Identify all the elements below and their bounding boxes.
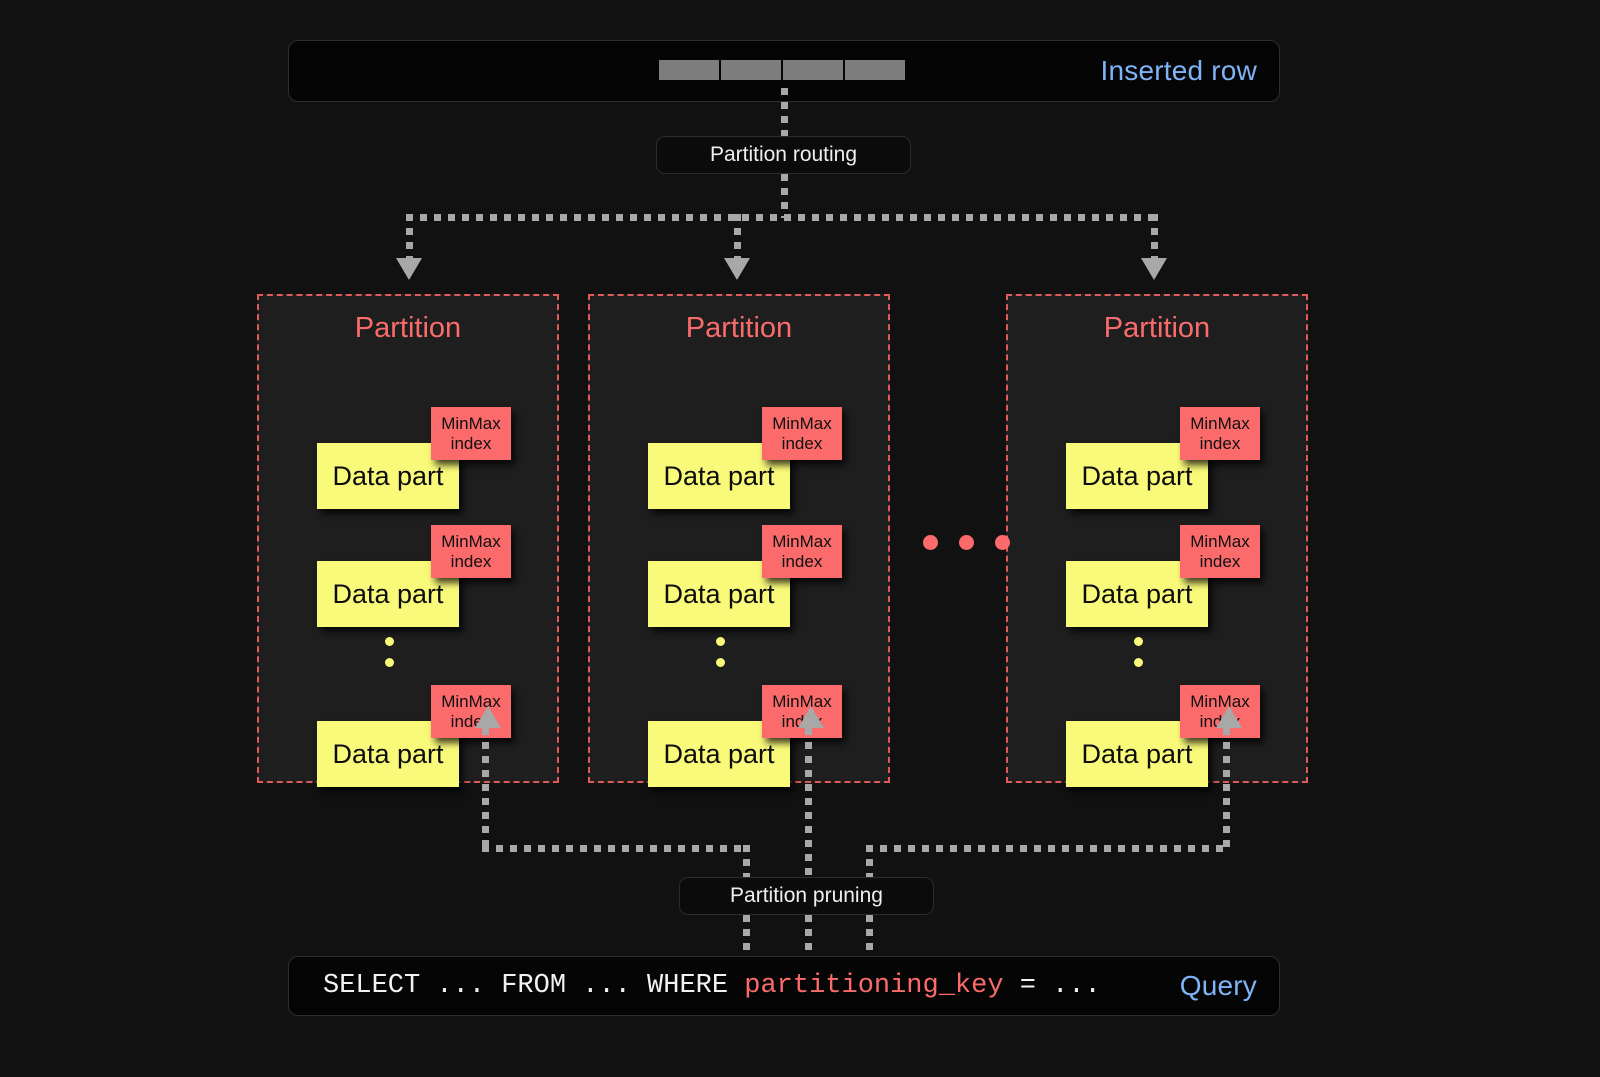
part-group: MinMax index Data part: [648, 685, 848, 787]
minmax-index-box: MinMax index: [762, 407, 842, 460]
part-group: MinMax index Data part: [317, 525, 517, 627]
ellipsis-dot: [995, 535, 1010, 550]
minmax-index-line2: index: [781, 433, 823, 453]
inserted-row-bar: Inserted row: [288, 40, 1280, 102]
query-label: Query: [1179, 970, 1257, 1001]
partition-1-title: Partition: [354, 312, 462, 344]
minmax-index-line2: index: [1199, 433, 1241, 453]
ellipsis-dot: [716, 616, 725, 625]
partition-1: Partition MinMax index Data part MinMax …: [257, 294, 559, 787]
connector-pruning-leg-2: [805, 728, 812, 877]
data-part-box: Data part: [1066, 561, 1208, 627]
minmax-index-box: MinMax index: [431, 407, 511, 460]
minmax-index-line2: index: [450, 551, 492, 571]
ellipsis-dot: [923, 535, 938, 550]
ellipsis-dot: [385, 637, 394, 646]
ellipsis-dot: [716, 658, 725, 667]
ellipsis-dot: [1134, 616, 1143, 625]
ellipsis-dot: [1134, 637, 1143, 646]
minmax-index-line1: MinMax: [772, 413, 832, 433]
partition-pruning-label: Partition pruning: [730, 884, 883, 907]
connector-pruning-leg-3-drop: [866, 845, 873, 877]
row-cell: [845, 60, 905, 80]
vertical-ellipsis: [1134, 616, 1143, 667]
arrow-into-partition-3-lookup: [1216, 706, 1242, 728]
inserted-row-cells: [659, 60, 905, 80]
query-statement: SELECT ... FROM ... WHERE partitioning_k…: [323, 971, 1101, 1001]
vertical-ellipsis: [385, 616, 394, 667]
arrow-into-partition-1-lookup: [475, 706, 501, 728]
minmax-index-line1: MinMax: [441, 691, 501, 711]
data-part-box: Data part: [648, 443, 790, 509]
connector-row-to-routing: [781, 88, 788, 136]
ellipsis-dot: [385, 658, 394, 667]
data-part-box: Data part: [648, 721, 790, 787]
arrow-into-partition-1: [396, 258, 422, 280]
query-prefix: SELECT ... FROM ... WHERE: [323, 971, 745, 1001]
partition-3: Partition MinMax index Data part MinMax …: [1006, 294, 1308, 787]
connector-pruning-leg-3-vertical: [1223, 728, 1230, 848]
part-group: MinMax index Data part: [317, 407, 517, 509]
arrow-into-partition-3: [1141, 258, 1167, 280]
connector-pruning-to-query-1: [743, 915, 750, 957]
minmax-index-box: MinMax index: [1180, 525, 1260, 578]
connector-pruning-to-query-3: [866, 915, 873, 957]
inserted-row-label: Inserted row: [1100, 55, 1257, 86]
arrow-into-partition-2-lookup: [798, 706, 824, 728]
part-group: MinMax index Data part: [648, 525, 848, 627]
query-suffix: = ...: [1003, 971, 1101, 1001]
connector-leg-partition-3: [1151, 214, 1158, 262]
partition-3-title: Partition: [1103, 312, 1211, 344]
row-cell: [721, 60, 781, 80]
minmax-index-line1: MinMax: [772, 531, 832, 551]
row-cell: [659, 60, 719, 80]
minmax-index-line2: index: [1199, 551, 1241, 571]
partition-routing-box[interactable]: Partition routing: [656, 136, 911, 174]
connector-pruning-leg-1-vertical: [482, 728, 489, 848]
query-partitioning-key: partitioning_key: [744, 971, 1004, 1001]
ellipsis-dot: [1134, 658, 1143, 667]
minmax-index-line1: MinMax: [441, 531, 501, 551]
query-bar: SELECT ... FROM ... WHERE partitioning_k…: [288, 956, 1280, 1016]
vertical-ellipsis: [716, 616, 725, 667]
minmax-index-line1: MinMax: [1190, 531, 1250, 551]
row-cell: [783, 60, 843, 80]
minmax-index-line2: index: [450, 433, 492, 453]
connector-fanout-bus: [406, 214, 1158, 221]
connector-pruning-leg-1-drop: [743, 845, 750, 877]
partition-pruning-box[interactable]: Partition pruning: [679, 877, 934, 915]
part-group: MinMax index Data part: [1066, 685, 1266, 787]
minmax-index-box: MinMax index: [762, 525, 842, 578]
part-group: MinMax index Data part: [1066, 407, 1266, 509]
minmax-index-line1: MinMax: [1190, 691, 1250, 711]
part-group: MinMax index Data part: [317, 685, 517, 787]
connector-pruning-leg-1-horizontal: [482, 845, 750, 852]
minmax-index-line1: MinMax: [441, 413, 501, 433]
minmax-index-box: MinMax index: [431, 525, 511, 578]
minmax-index-box: MinMax index: [1180, 685, 1260, 738]
connector-routing-down: [781, 174, 788, 218]
partition-2-title: Partition: [685, 312, 793, 344]
ellipsis-dot: [385, 616, 394, 625]
partition-routing-label: Partition routing: [709, 143, 858, 166]
ellipsis-dot: [716, 637, 725, 646]
minmax-index-line1: MinMax: [1190, 413, 1250, 433]
connector-leg-partition-1: [406, 214, 413, 262]
minmax-index-line1: MinMax: [772, 691, 832, 711]
part-group: MinMax index Data part: [1066, 525, 1266, 627]
partitions-horizontal-ellipsis: [923, 535, 1010, 550]
minmax-index-box: MinMax index: [1180, 407, 1260, 460]
connector-pruning-to-query-2: [805, 915, 812, 957]
connector-leg-partition-2: [734, 214, 741, 262]
part-group: MinMax index Data part: [648, 407, 848, 509]
partition-2: Partition MinMax index Data part MinMax …: [588, 294, 890, 787]
ellipsis-dot: [959, 535, 974, 550]
minmax-index-line2: index: [781, 551, 823, 571]
arrow-into-partition-2: [724, 258, 750, 280]
connector-pruning-leg-3-horizontal: [866, 845, 1230, 852]
